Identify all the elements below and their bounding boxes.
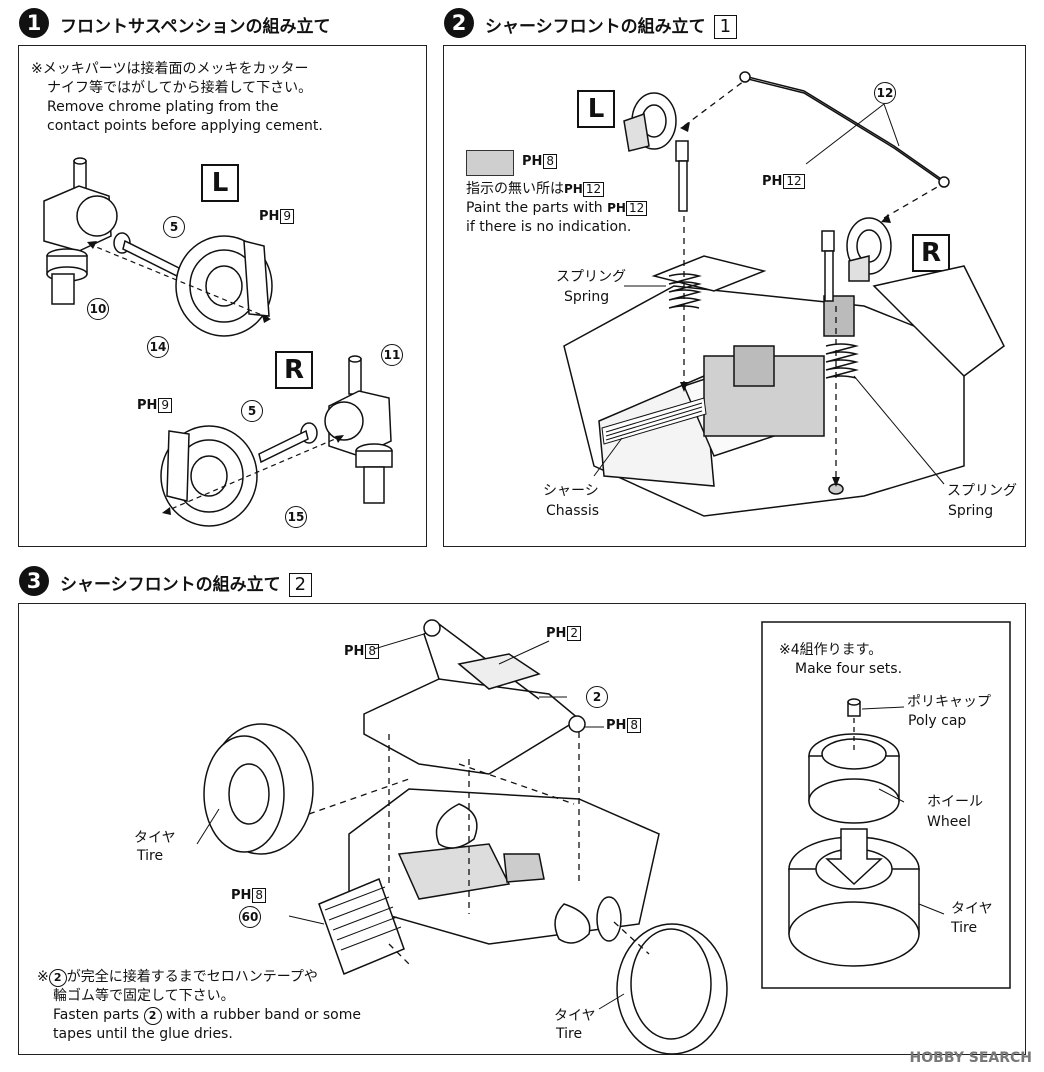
polycap-label-jp: ポリキャップ bbox=[907, 694, 991, 710]
wheel-label-jp: ホイール bbox=[927, 794, 983, 810]
polycap-label-en: Poly cap bbox=[908, 713, 967, 729]
part-10-callout: 10 bbox=[87, 298, 109, 320]
tire-label-en-inset: Tire bbox=[951, 920, 978, 936]
tire-label-jp-inset: タイヤ bbox=[951, 901, 993, 917]
paint-swatch bbox=[466, 150, 514, 176]
step3-sub-number: 2 bbox=[288, 573, 313, 597]
watermark: HOBBY SEARCH bbox=[909, 1050, 1032, 1066]
spring-label-en-right: Spring bbox=[948, 503, 994, 519]
step3-assembly-drawing bbox=[196, 619, 1011, 1055]
step1-panel: ※メッキパーツは接着面のメッキをカッター ナイフ等ではがしてから接着して下さい。… bbox=[18, 45, 427, 547]
step1-note-jp2: ナイフ等ではがしてから接着して下さい。 bbox=[47, 80, 313, 96]
part-5-callout: 5 bbox=[163, 216, 185, 238]
part-11-callout: 11 bbox=[381, 344, 403, 366]
tire-label-jp-right: タイヤ bbox=[554, 1008, 596, 1024]
part-12-callout: 12 bbox=[874, 82, 896, 104]
chassis-label-en: Chassis bbox=[546, 503, 599, 519]
step3-note-en2: tapes until the glue dries. bbox=[53, 1026, 233, 1042]
tire-label-en-right: Tire bbox=[556, 1026, 583, 1042]
tire-label-en-left: Tire bbox=[137, 848, 164, 864]
right-mark: R bbox=[912, 234, 950, 272]
part-60-callout: 60 bbox=[239, 906, 261, 928]
step1-title: フロントサスペンションの組み立て bbox=[60, 17, 331, 37]
part-5-callout-r: 5 bbox=[241, 400, 263, 422]
step3-note-en1: Fasten parts 2 with a rubber band or som… bbox=[53, 1007, 361, 1025]
spring-label-jp-left: スプリング bbox=[556, 269, 626, 285]
step2-number: 2 bbox=[444, 8, 474, 38]
part-2-callout: 2 bbox=[586, 686, 608, 708]
left-mark: L bbox=[577, 90, 615, 128]
tire-label-jp-left: タイヤ bbox=[134, 830, 176, 846]
step3-note-jp2: 輪ゴム等で固定して下さい。 bbox=[53, 988, 235, 1004]
spring-label-jp-right: スプリング bbox=[947, 483, 1017, 499]
step2-note-en2: if there is no indication. bbox=[466, 219, 632, 235]
inset-note-en: Make four sets. bbox=[795, 661, 903, 677]
step3-number: 3 bbox=[19, 566, 49, 596]
step1-left-assembly-drawing bbox=[43, 157, 393, 527]
step2-chassis-drawing bbox=[563, 71, 1005, 517]
spring-label-en-left: Spring bbox=[564, 289, 610, 305]
part-15-callout: 15 bbox=[285, 506, 307, 528]
step1-note-jp1: ※メッキパーツは接着面のメッキをカッター bbox=[31, 61, 309, 77]
inset-note-jp: ※4組作ります。 bbox=[779, 642, 883, 658]
step2-sub-number: 1 bbox=[713, 15, 738, 39]
part-14-callout: 14 bbox=[147, 336, 169, 358]
step1-note-en1: Remove chrome plating from the bbox=[47, 99, 279, 115]
chassis-label-jp: シャーシ bbox=[543, 483, 599, 499]
left-mark: L bbox=[201, 164, 239, 202]
step1-number: 1 bbox=[19, 8, 49, 38]
wheel-label-en: Wheel bbox=[927, 814, 971, 830]
step1-note-en2: contact points before applying cement. bbox=[47, 118, 323, 134]
right-mark: R bbox=[275, 351, 313, 389]
